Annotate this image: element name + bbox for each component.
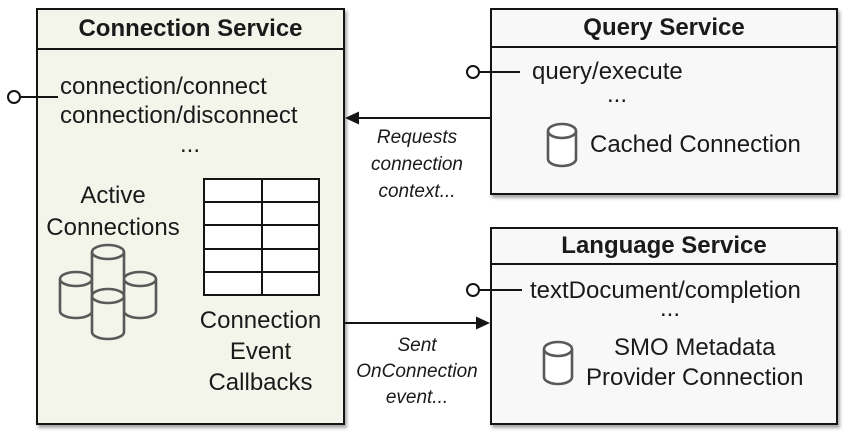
table-cell [261, 202, 319, 226]
requests-connection-context-label: Requests connection context... [371, 127, 463, 202]
connection-event-callbacks-label: Connection Event Callbacks [199, 307, 322, 396]
language-service-box: Language Service textDocument/completion… [490, 227, 838, 425]
callbacks-table-icon [203, 178, 320, 296]
method-connection-connect: connection/connect [60, 73, 267, 100]
query-service-box: Query Service query/execute ... Cached C… [490, 8, 838, 195]
table-cell [261, 271, 319, 295]
table-cell [261, 179, 319, 203]
method-connection-disconnect: connection/disconnect [60, 102, 298, 129]
connection-service-methods: connection/connect connection/disconnect… [60, 72, 320, 159]
connection-service-box: Connection Service connection/connect co… [36, 8, 345, 425]
methods-ellipsis: ... [659, 295, 680, 322]
connection-service-title: Connection Service [38, 10, 343, 50]
database-icon [542, 340, 574, 386]
smo-metadata-row: SMO Metadata Provider Connection [542, 333, 803, 393]
query-service-title: Query Service [492, 10, 836, 48]
cached-connection-label: Cached Connection [590, 131, 801, 158]
table-cell [204, 179, 262, 203]
smo-metadata-provider-connection-label: SMO Metadata Provider Connection [586, 334, 804, 391]
language-service-title: Language Service [492, 229, 836, 265]
table-cell [261, 225, 319, 249]
table-cell [261, 248, 319, 272]
cached-connection-row: Cached Connection [546, 122, 801, 168]
method-textdocument-completion: textDocument/completion [530, 277, 801, 304]
table-cell [204, 225, 262, 249]
database-icon [546, 122, 578, 168]
methods-ellipsis: ... [179, 131, 200, 158]
table-cell [204, 271, 262, 295]
arrow-query-to-connection [345, 111, 490, 125]
method-query-execute: query/execute [532, 58, 683, 85]
sent-onconnection-event-label: Sent OnConnection event... [356, 335, 478, 408]
arrow-connection-to-language [345, 316, 490, 330]
database-cluster-icon [58, 243, 158, 341]
methods-ellipsis: ... [606, 81, 627, 108]
table-cell [204, 202, 262, 226]
table-cell [204, 248, 262, 272]
active-connections-label: Active Connections [46, 182, 180, 241]
